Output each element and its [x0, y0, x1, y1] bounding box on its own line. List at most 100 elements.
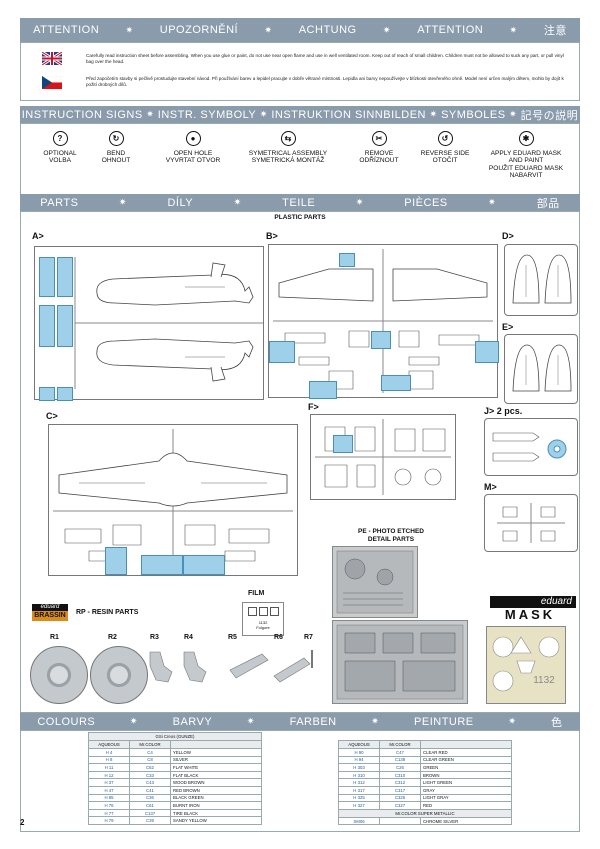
- table-title: GSi Creos (GUNZE): [88, 732, 262, 741]
- sprue-m-label: M>: [484, 482, 497, 492]
- colour-name: LIGHT GRAY: [420, 793, 512, 803]
- aqueous-code: H 90: [338, 748, 380, 757]
- mrcolor-code: C47: [379, 748, 421, 757]
- mask-word: MASK: [504, 607, 556, 622]
- table-header: AQUEOUS: [88, 740, 130, 749]
- aqueous-code: H 85: [88, 793, 130, 803]
- aqueous-code: H 79: [88, 816, 130, 825]
- highlighted-part: [57, 387, 73, 401]
- canopy-d-drawing: [512, 254, 572, 304]
- attention-jp: 注意: [543, 25, 567, 37]
- sprue-j-drawing: [492, 432, 567, 462]
- aqueous-code: H 12: [88, 770, 130, 780]
- aqueous-code: H 94: [338, 755, 380, 765]
- highlighted-part: [39, 257, 55, 297]
- sprue-a: [34, 246, 264, 401]
- mask-number: 1132: [533, 675, 555, 686]
- pe-fret-1-drawing: [336, 550, 414, 614]
- table-header: Mr.COLOR: [129, 740, 171, 749]
- highlighted-part: [381, 375, 411, 391]
- film-name: Folgore: [256, 625, 270, 630]
- mrcolor-code: C4: [129, 748, 171, 757]
- sprue-a-label: A>: [32, 231, 44, 241]
- symbol-symmetrical: ⇆SYMETRICAL ASSEMBLY SYMETRICKÁ MONTÁŽ: [234, 131, 342, 165]
- highlighted-part: [39, 305, 55, 347]
- parts-bar: PARTS✷ DÍLY✷ TEILE✷ PIÈCES✷ 部品: [20, 194, 580, 211]
- attention-box: [20, 42, 580, 101]
- sprue-m-drawing: [497, 503, 565, 543]
- colour-name: SANDY YELLOW: [170, 816, 262, 825]
- highlighted-part: [309, 381, 337, 399]
- colours-fr: PEINTURE: [414, 715, 474, 728]
- mrcolor-code: C33: [129, 770, 171, 780]
- symbol-reverse: ↺REVERSE SIDE OTOČIT: [406, 131, 484, 165]
- reverse-icon: ↺: [437, 131, 453, 146]
- colour-name: LIGHT GREEN: [420, 778, 512, 787]
- mask-sheet-drawing: [492, 636, 560, 692]
- highlighted-part: [141, 555, 183, 575]
- attention-text-cz: Před započetím stavby si pečlivě prostud…: [86, 76, 564, 87]
- instruction-page: ATTENTION✷ UPOZORNĚNÍ✷ ACHTUNG✷ ATTENTIO…: [20, 18, 580, 832]
- brassin-logo-top: eduard: [32, 604, 68, 611]
- resin-label-r3: R3: [150, 634, 159, 641]
- sprue-f-label: F>: [308, 402, 319, 412]
- symbol-bend: ↻BEND OHNOUT: [82, 131, 150, 165]
- colours-de: FARBEN: [289, 715, 337, 728]
- parts-fr: PIÈCES: [404, 196, 448, 209]
- mrcolor-code: C39: [129, 816, 171, 825]
- sprue-j-label: J>: [484, 406, 495, 416]
- colour-name: BLACK GREEN: [170, 793, 262, 803]
- aqueous-code: H 312: [338, 778, 380, 787]
- resin-label-r7: R7: [304, 634, 313, 641]
- colours-en: COLOURS: [37, 715, 96, 728]
- colour-name: BROWN: [420, 770, 512, 780]
- czech-flag-icon: [42, 76, 62, 89]
- mrcolor-code: C26: [379, 763, 421, 772]
- film-sheet: 1132 Folgore: [242, 602, 284, 636]
- sprue-a-drawing: [74, 257, 263, 389]
- mrcolor-code: C137: [129, 808, 171, 818]
- colour-name: GRAY: [420, 785, 512, 795]
- symbol-mask: ✱APPLY EDUARD MASK AND PAINT POUŽIT EDUA…: [472, 131, 580, 180]
- sprue-e: [504, 334, 578, 404]
- metallic-code: SM06: [338, 816, 380, 826]
- mask-icon: ✱: [518, 131, 534, 146]
- colour-name: RED: [420, 801, 512, 810]
- parts-box: [20, 211, 580, 713]
- sprue-b: [268, 244, 499, 399]
- sprue-e-label: E>: [502, 322, 514, 332]
- symbols-fr: SYMBOLES: [441, 108, 506, 121]
- film-title: FILM: [248, 590, 265, 597]
- brassin-logo: eduard BRASSIN: [32, 604, 68, 622]
- highlighted-part: [105, 547, 127, 575]
- mrcolor-code: C62: [129, 763, 171, 772]
- colours-bar: COLOURS✷ BARVY✷ FARBEN✷ PEINTURE✷ 色: [20, 713, 580, 730]
- colour-name: FLAT BLACK: [170, 770, 262, 780]
- brassin-logo-bottom: BRASSIN: [32, 611, 68, 621]
- attention-cz: UPOZORNĚNÍ: [159, 24, 239, 36]
- film-number: 1132: [258, 620, 268, 625]
- parts-en: PARTS: [40, 196, 79, 209]
- highlighted-part: [333, 435, 353, 453]
- attention-fr: ATTENTION: [417, 24, 484, 36]
- pe-title: PE - PHOTO ETCHED DETAIL PARTS: [358, 528, 424, 543]
- resin-label-r2: R2: [108, 634, 117, 641]
- aqueous-code: H 47: [88, 785, 130, 795]
- colour-name: CLEAR RED: [420, 748, 512, 757]
- pe-fret-2: [332, 620, 468, 704]
- sprue-f: [310, 414, 456, 500]
- mrcolor-code: C325: [379, 793, 421, 803]
- colours-box: [20, 730, 580, 832]
- colour-name: YELLOW: [170, 748, 262, 757]
- colours-jp: 色: [551, 716, 563, 729]
- table-header: [420, 740, 512, 749]
